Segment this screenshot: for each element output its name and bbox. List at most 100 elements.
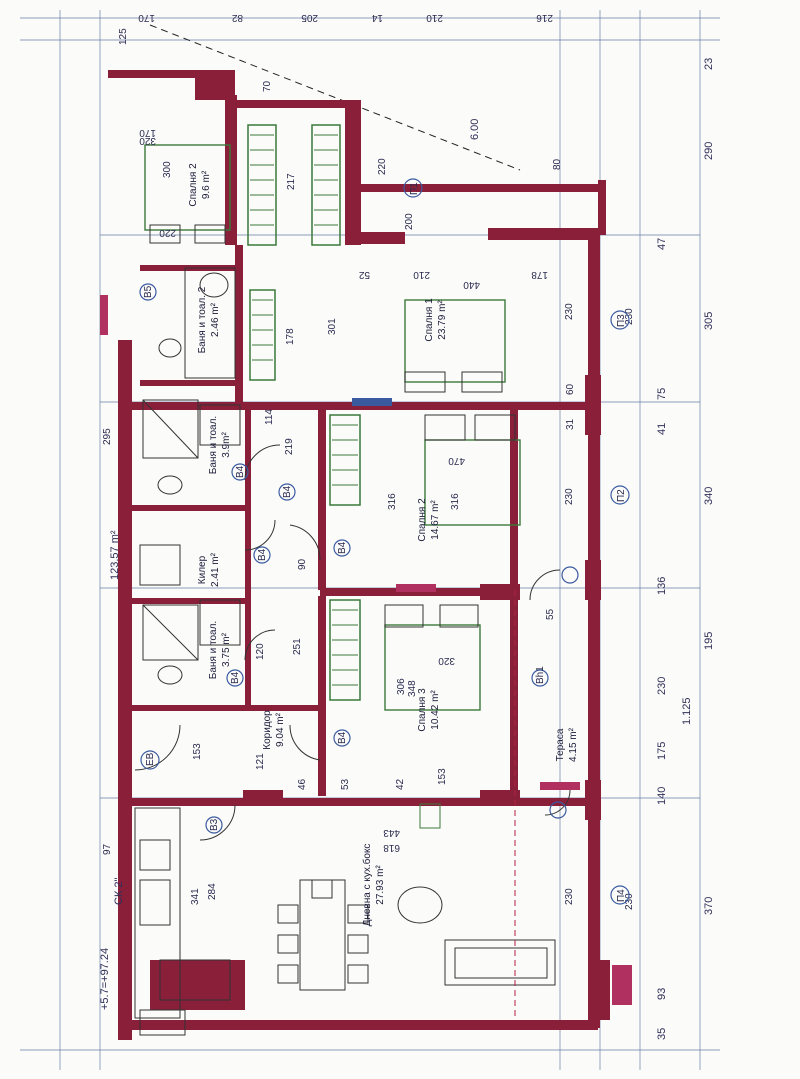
door-tag: B4 [257,548,268,561]
dim-label: 470 [448,455,465,466]
dim-label: 14 [371,12,383,23]
dim-label: 618 [383,842,400,853]
room-area: 9.04 m² [275,712,286,747]
dim-label: 60 [565,383,576,395]
room-area: 9.6 m² [201,170,212,199]
room-area: 10.42 m² [430,690,441,730]
dim-label: 205 [301,12,318,23]
dim-label: 341 [190,888,201,905]
door-tag: B5 [143,285,154,298]
door-tag: B4 [230,671,241,684]
dim-label: 23 [703,58,715,70]
elevation-label: +5.7=+97.24 [99,948,111,1010]
room-name: Тераса [555,728,566,761]
dim-label: 316 [450,493,461,510]
dim-label: 114 [264,409,275,425]
door-tag: B4 [282,485,293,498]
dim-label: 230 [564,888,575,905]
room-area: 14.67 m² [430,500,441,540]
room-label: Спалня 3 10.42 m² [417,688,441,732]
dim-label: 216 [536,12,553,23]
living-furniture [277,590,556,1020]
room-name: Коридор [262,710,273,750]
dim-label: 80 [552,158,563,170]
dim-label: 219 [284,438,295,455]
dim-label: 340 [703,487,715,505]
room-name: Килер [197,555,208,584]
dim-label: 46 [297,778,308,790]
dim-label: 42 [395,778,406,790]
room-name: Баня и тоал. [208,621,219,679]
room-area: 4.15 m² [568,727,579,762]
room-name: Спалня 2 [188,163,199,207]
room-area: 2.41 m² [210,552,221,587]
door-tag: B4 [235,465,246,478]
dim-label: 140 [656,787,668,805]
dim-label: 153 [192,743,203,760]
dim-label: 90 [297,558,308,570]
room-area: 3.75 m² [221,632,232,667]
room-label: Баня и тоал. 3.9m² [208,416,232,474]
dim-label: 97 [102,843,113,855]
doors [134,444,579,841]
dim-label: 230 [656,677,668,695]
dim-label: 31 [565,418,576,430]
room-label: Баня и тоал. 3.75 m² [208,621,232,679]
dim-label: 170 [138,12,155,23]
dim-label: 320 [438,655,455,666]
dim-label: 370 [703,897,715,915]
dim-label: 217 [286,173,297,190]
room-label: Дневна с кух.бокс 27.93 m² [361,844,386,927]
dim-label: 443 [383,827,400,838]
dim-label: 284 [207,883,218,900]
room-area: 27.93 m² [375,865,386,905]
dim-label: 47 [656,238,668,250]
dim-label: 440 [463,279,480,290]
top-dimensions: 170 82 205 14 210 216 [138,12,553,23]
dim-label: 55 [545,608,556,620]
window-tag: П1 [409,182,420,195]
dim-label: 220 [159,227,176,238]
door-tags: B5 B4 B4 B4 B4 B4 B4 B3 Bh1 ЕВ [139,283,549,834]
dim-label: 210 [426,12,443,23]
room-label: Баня и тоал. 2 2.46 m² [197,286,221,353]
door-tag: ЕВ [145,752,156,766]
door-tag: B4 [337,541,348,554]
door-tag: B3 [209,818,220,831]
kitchen-units [134,807,231,1019]
room-area: 2.46 m² [210,302,221,337]
dim-label: 300 [162,161,173,178]
bathroom-fixtures [139,267,241,1036]
dim-label: 210 [413,269,430,280]
dim-label: 1.125 [681,697,693,725]
windows [100,295,632,1005]
room-labels: Спалня 2 9.6 m² Баня и тоал. 2 2.46 m² Б… [188,163,579,927]
window-tag: П4 [616,889,627,902]
dim-label: 120 [255,643,266,660]
window-dimensions: 230 230 230 230 230 [564,303,635,910]
dim-label: 230 [564,488,575,505]
dim-label: 41 [656,423,668,435]
interior-dimensions: 300 220 217 301 178 219 316 316 470 251 … [159,80,576,853]
room-name: Баня и тоал. 2 [197,286,208,353]
room-label: Килер 2.41 m² [197,552,221,587]
dim-label: 290 [703,142,715,160]
room-name: Дневна с кух.бокс [361,844,373,927]
dim-label: 301 [327,318,338,335]
left-dimensions: 125 170 320 295 153 341 284 97 [102,28,218,905]
dim-label: 53 [340,778,351,790]
dim-label: 52 [358,269,370,280]
dim-label: 125 [118,28,129,45]
room-label: Спалня 2 9.6 m² [188,163,212,207]
room-name: Спалня 2 [417,498,428,542]
dim-label: 121 [255,753,266,770]
dim-label: 200 [404,213,415,230]
level-label: СК 2" [113,877,125,905]
window-tag: П2 [616,489,627,502]
room-label: Спалня 1 23.79 m² [424,298,448,342]
exterior-walls [108,70,610,1040]
room-name: Спалня 1 [424,298,435,342]
total-area: 123.57 m² [109,530,121,580]
